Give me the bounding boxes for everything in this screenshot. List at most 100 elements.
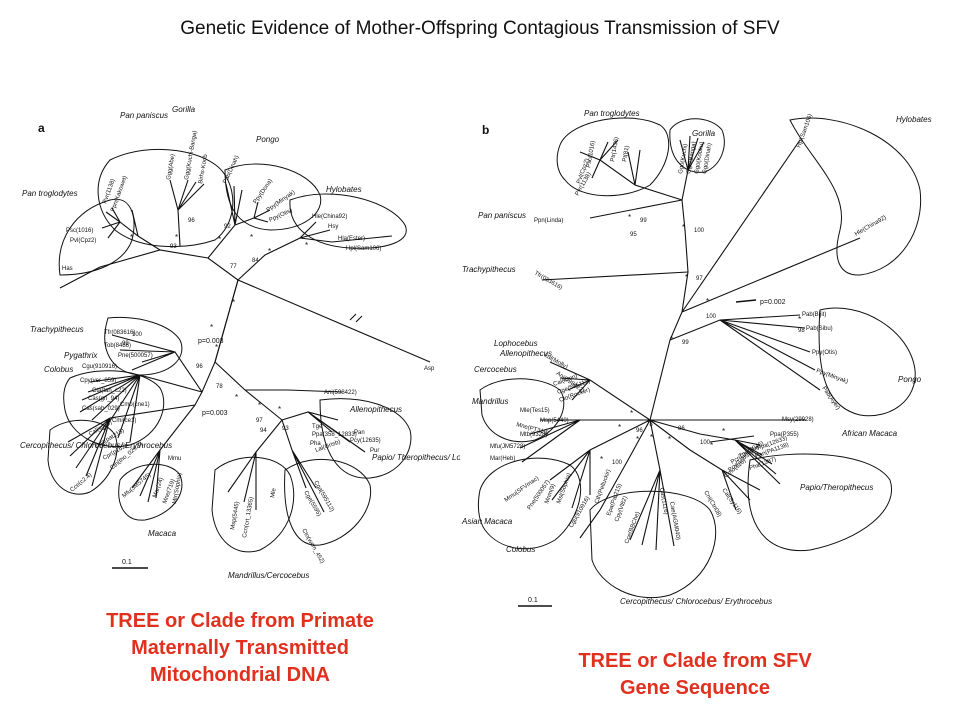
svg-text:*: * (278, 405, 281, 414)
scale-bar-label: 0.1 (122, 559, 132, 566)
taxon-label: Tge (312, 424, 323, 430)
svg-text:*: * (215, 343, 218, 352)
taxon-label: Mfu(JM5728) (490, 444, 525, 450)
taxon-label: Ggo(Dinah) (702, 143, 713, 175)
group-label: Trachypithecus (462, 265, 516, 274)
taxon-label: Msl(Sophia) (556, 473, 573, 505)
group-label: Hylobates (326, 185, 362, 194)
taxon-label: Mtr(Sophia) (172, 472, 183, 504)
taxon-label: Pan (354, 430, 365, 436)
scale-bar-label: 0.1 (528, 597, 538, 604)
tree-b-clade-outlines (477, 117, 922, 599)
bootstrap-value: 96 (188, 218, 195, 224)
taxon-label: Ggo(Banga) (686, 141, 698, 174)
taxon-label: Ani(598422) (324, 390, 357, 396)
svg-text:*: * (175, 233, 178, 242)
taxon-label: Ggo(Kuchi) (678, 143, 689, 174)
taxon-label: Tfr(083616) (533, 271, 563, 292)
taxon-label: Cce(c2.4) (69, 472, 93, 493)
taxon-label: Ccn(crt_13365) (242, 497, 255, 539)
taxon-label: Mtb(9328) (520, 432, 547, 438)
taxon-label: Mmu (168, 456, 181, 462)
tree-a-taxa: Has Pvl(Cpz2) Psc(1016) Pvr(1138) Ppn(Ka… (62, 130, 435, 564)
bootstrap-value: 96 (636, 428, 643, 434)
group-label: Allenopithecus (349, 405, 402, 414)
bootstrap-value: 77 (230, 264, 237, 270)
taxon-label: Hsy (328, 224, 338, 230)
taxon-label: Ppa(P355) (770, 432, 799, 438)
bootstrap-value: 93 (282, 426, 289, 432)
group-label: Pan troglodytes (22, 189, 78, 198)
taxon-label: Cas(gri_94) (88, 396, 119, 402)
group-label: Pongo (256, 135, 280, 144)
taxon-label: Ggg(Abe) (166, 154, 176, 181)
taxon-label: Pvl(Cpz2) (70, 238, 96, 244)
taxon-label: Cmi(ce1) (112, 418, 136, 424)
taxon-label: Pur (370, 448, 379, 454)
bootstrap-value: 84 (252, 258, 259, 264)
p-value-label: p=0.003 (202, 410, 228, 417)
taxon-label: Ppa(358_12833) (312, 432, 357, 438)
taxon-label: Cce(BBChe) (624, 511, 641, 545)
bootstrap-value: 95 (630, 232, 637, 238)
taxon-label: Pab(Bijit) (802, 312, 826, 318)
taxon-label: Ptr(1436) (610, 137, 620, 163)
taxon-label: Ggo(Kooku) (694, 141, 706, 174)
group-label: Gorilla (172, 105, 196, 114)
svg-text:*: * (628, 213, 631, 222)
group-label: Gorilla (692, 129, 716, 138)
taxon-label: Cas(1116) (658, 487, 669, 515)
svg-text:*: * (668, 435, 671, 444)
taxon-label: Hpl(Sam106) (346, 246, 381, 252)
taxon-label: Pt(81) (622, 145, 631, 162)
group-label: Mandrillus/Cercocebus (228, 571, 309, 580)
group-label: Pongo (898, 375, 922, 384)
svg-text:*: * (670, 335, 673, 344)
svg-text:*: * (798, 315, 801, 324)
svg-text:*: * (235, 393, 238, 402)
group-label: Macaca (148, 529, 177, 538)
svg-text:*: * (630, 409, 633, 418)
group-label: Asian Macaca (461, 517, 513, 526)
tree-a-bootstrap-values: 100 99 93 96 92 84 77 78 96 94 93 97 (122, 218, 289, 434)
group-label: Pan troglodytes (584, 109, 640, 118)
taxon-label: Birhs-Koob (198, 153, 209, 184)
taxon-label: Hle(China92) (854, 215, 888, 238)
taxon-label: Msy(29928) (782, 417, 814, 423)
bootstrap-value: 100 (694, 228, 705, 234)
taxon-label: Cta(tan_c22) (92, 388, 127, 394)
group-label: Colobus (44, 365, 73, 374)
bootstrap-value: 78 (646, 422, 653, 428)
group-label: Pan paniscus (120, 111, 168, 120)
taxon-label: Cas(sab_029) (82, 406, 120, 412)
tree-b-figure: **** **** **** ** b Pan troglodytes Gori… (461, 109, 932, 607)
taxon-label: Mle (270, 487, 278, 498)
bootstrap-value: 99 (682, 340, 689, 346)
taxon-label: Hle(China92) (312, 214, 347, 220)
taxon-label: Pcy(12635) (350, 438, 381, 444)
svg-text:*: * (268, 247, 271, 256)
svg-text:*: * (710, 441, 713, 450)
bootstrap-value: 86 (678, 426, 685, 432)
tree-a-scale-bar: 0.1 (112, 559, 148, 569)
group-label: Papio/Theropithecus (800, 483, 873, 492)
group-label: Mandrillus (472, 397, 508, 406)
svg-text:*: * (250, 233, 253, 242)
svg-text:*: * (600, 455, 603, 464)
tree-b-group-labels: Pan troglodytes Gorilla Hylobates Pan pa… (461, 109, 932, 606)
bootstrap-value: 100 (700, 440, 711, 446)
taxon-label: Cth(Pelluckir) (594, 469, 612, 505)
taxon-label: Pne(500057) (118, 353, 153, 359)
svg-text:*: * (636, 435, 639, 444)
bootstrap-value: 99 (640, 218, 647, 224)
bootstrap-value: 98 (798, 328, 805, 334)
tree-a-figure: **** **** **** a Pan paniscus Gorilla Po… (20, 105, 496, 580)
taxon-label: Pab(Ayer) (820, 386, 840, 411)
svg-text:*: * (706, 297, 709, 306)
panel-a-letter: a (38, 121, 45, 135)
taxon-label: Psc(1016) (586, 140, 597, 168)
svg-text:*: * (130, 233, 133, 242)
group-label: Lophocebus (494, 339, 538, 348)
tree-panel-a: **** **** **** a Pan paniscus Gorilla Po… (20, 100, 496, 590)
bootstrap-value: 100 (706, 314, 717, 320)
